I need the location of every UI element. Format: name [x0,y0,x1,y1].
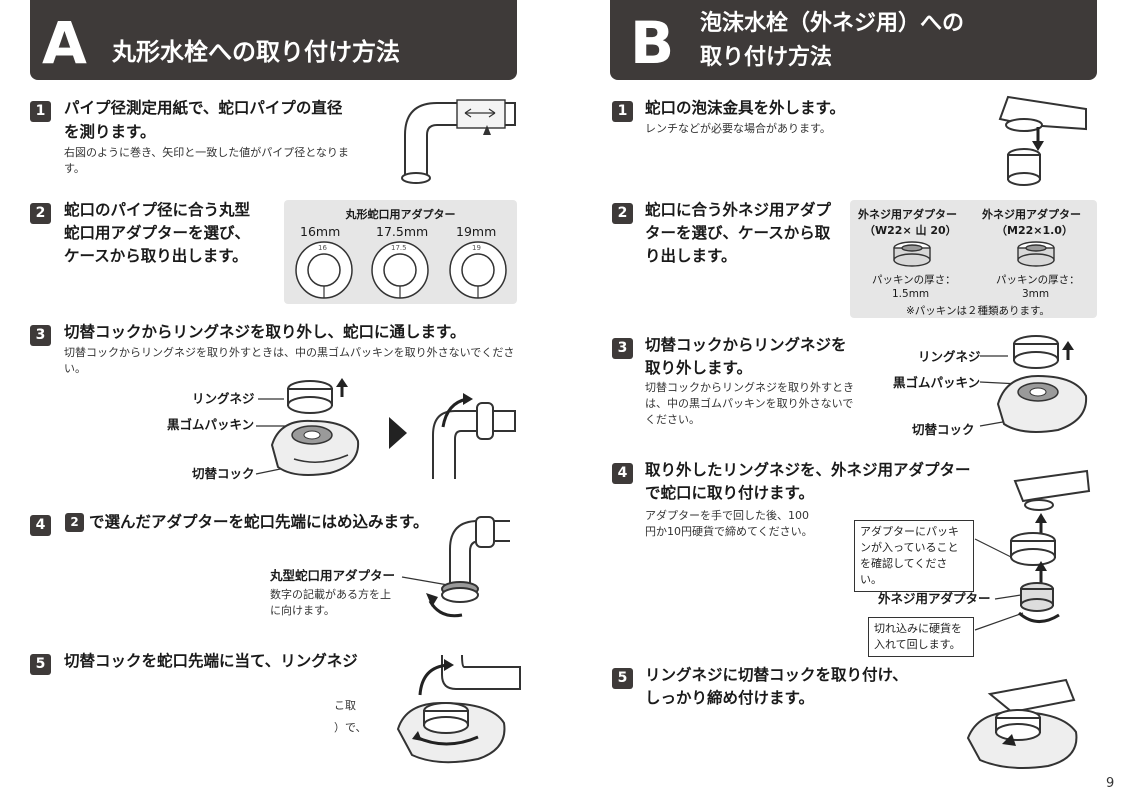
outer-adapter-1-spec: （W22× 山 20） [864,224,957,237]
adapter-size-19: 19mm [456,224,497,239]
step-a2-title-1: 蛇口のパイプ径に合う丸型 [64,201,251,219]
step-a5-number: 5 [30,654,51,675]
adapter-size-16: 16mm [300,224,341,239]
step-b4-title-1: 取り外したリングネジを、外ネジ用アダプター [645,461,971,479]
step-b2-number: 2 [612,203,633,224]
step-b5-title-1: リングネジに切替コックを取り付け、 [645,666,908,684]
b4-check-note: アダプターにパッキンが入っていることを確認してください。 [854,520,974,592]
step-b1-number: 1 [612,101,633,122]
step-b5-title-2: しっかり締め付けます。 [645,689,814,707]
step-b3-sub: 切替コックからリングネジを取り外すときは、中の黒ゴムパッキンを取り外さないでくだ… [645,381,854,426]
step-a2-number: 2 [30,203,51,224]
b4-label-outer-adapter: 外ネジ用アダプター [878,591,991,606]
step-a3-sub: 切替コックからリングネジを取り外すときは、中の黒ゴムパッキンを取り外さないでくだ… [64,346,515,375]
section-b-letter: B [630,9,675,77]
step-a4-title: で選んだアダプターを蛇口先端にはめ込みます。 [89,513,429,531]
outer-adapter-1-thick: 1.5mm [892,288,930,300]
a4-label-round-adapter: 丸型蛇口用アダプター [270,568,396,583]
ring-mark-16: 16 [318,244,327,252]
step-b1-sub: レンチなどが必要な場合があります。 [645,122,831,135]
step-a4-ref-number: 2 [65,513,84,532]
outer-adapter-2-spec: （M22×1.0） [996,224,1073,237]
step-b5-number: 5 [612,668,633,689]
pipe-measure-illustration [401,99,516,184]
outer-adapter-icons [893,241,1055,267]
section-a-letter: A [42,9,87,77]
b4-attach-illustration [974,469,1091,631]
b3-label-ring-screw: リングネジ [918,349,981,364]
a4-adapter-note: 数字の記載がある方を上に向けます。 [270,588,391,617]
round-adapter-box: 丸形蛇口用アダプター 16mm 17.5mm 19mm 16 17.5 19 [284,200,517,304]
outer-adapter-box: 外ネジ用アダプター （W22× 山 20） 外ネジ用アダプター （M22×1.0… [850,200,1097,318]
step-b2-title-1: 蛇口に合う外ネジ用アダプ [645,201,832,219]
step-b3-number: 3 [612,338,633,359]
step-b4-number: 4 [612,463,633,484]
step-b4-sub: アダプターを手で回した後、100円か10円硬貨で締めてください。 [645,509,813,538]
step-b3-title-2: 取り外します。 [645,359,752,377]
b3-cock-illustration [979,335,1088,433]
step-b4-title-2: で蛇口に取り付けます。 [645,484,814,502]
section-b-banner: B 泡沫水栓（外ネジ用）への 取り付け方法 [610,0,1097,80]
a3-label-ring-screw: リングネジ [192,391,255,406]
ring-mark-175: 17.5 [391,244,407,252]
round-adapter-box-title: 丸形蛇口用アダプター [345,208,456,221]
b5-attach-illustration [966,678,1078,769]
step-a2-title-3: ケースから取り出します。 [64,247,248,265]
step-a4-number: 4 [30,515,51,536]
step-a1-title-2: を測ります。 [64,123,156,141]
step-a1-number: 1 [30,101,51,122]
outer-adapter-1-thick-label: パッキンの厚さ： [872,274,956,286]
step-a3-number: 3 [30,325,51,346]
a3-cock-illustration [255,378,360,476]
a4-adapter-illustration [401,516,510,618]
b4-coin-note: 切れ込みに硬貨を入れて回します。 [868,617,974,657]
a3-label-black-packing: 黒ゴムパッキン [167,417,255,432]
outer-adapter-2-name: 外ネジ用アダプター [982,208,1081,221]
outer-adapter-2-thick-label: パッキンの厚さ： [996,274,1080,286]
step-a5-cut-1: こ取 [334,699,356,712]
outer-adapter-1-name: 外ネジ用アダプター [858,208,957,221]
round-adapter-rings [295,241,507,299]
step-b2-title-3: り出します。 [645,247,737,265]
section-b-title-2: 取り付け方法 [700,45,833,70]
step-a3-title: 切替コックからリングネジを取り外し、蛇口に通します。 [64,323,466,341]
page-number: 9 [1106,776,1115,791]
section-a-title: 丸形水栓への取り付け方法 [112,38,400,66]
b3-label-black-packing: 黒ゴムパッキン [893,375,981,390]
b3-label-switch-cock: 切替コック [912,422,975,437]
section-a-banner: A 丸形水栓への取り付け方法 [30,0,517,80]
step-a5-title: 切替コックを蛇口先端に当て、リングネジ [64,652,358,670]
adapter-size-175: 17.5mm [376,224,429,239]
a3-label-switch-cock: 切替コック [192,466,255,481]
b1-faucet-illustration [998,95,1087,186]
step-b3-title-1: 切替コックからリングネジを [645,336,847,354]
step-b2-title-2: ターを選び、ケースから取 [645,224,831,242]
outer-adapter-2-thick: 3mm [1022,288,1050,300]
step-a1-sub: 右図のように巻き、矢印と一致した値がパイプ径となります。 [64,146,349,175]
a3-arrow-triangle [389,417,407,449]
section-b-title-1: 泡沫水栓（外ネジ用）への [700,11,965,36]
outer-adapter-note: ※パッキンは２種類あります。 [906,305,1050,317]
step-a5-cut-2: ）で、 [334,721,367,734]
a5-attach-illustration [396,654,521,764]
a3-pipe-illustration [432,393,516,479]
step-a1-title-1: パイプ径測定用紙で、蛇口パイプの直径 [64,99,343,117]
step-a2-title-2: 蛇口用アダプターを選び、 [64,224,251,242]
ring-mark-19: 19 [472,244,481,252]
step-b1-title: 蛇口の泡沫金具を外します。 [645,99,845,117]
